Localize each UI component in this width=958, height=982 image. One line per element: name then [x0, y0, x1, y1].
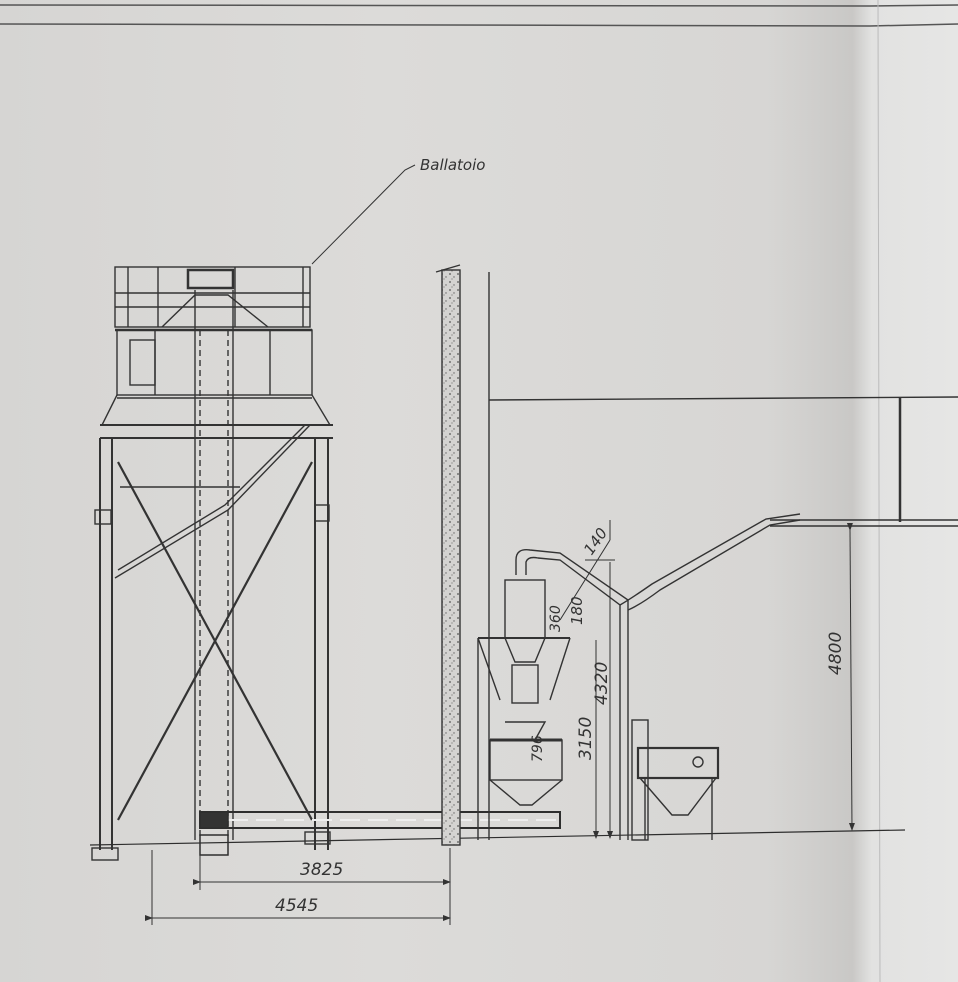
dimension-4800: 4800 — [826, 631, 846, 675]
dimension-4320: 4320 — [592, 661, 612, 705]
belt-conveyor — [89, 811, 906, 856]
dimension-180: 180 — [568, 596, 586, 625]
dimension-3150: 3150 — [576, 716, 596, 760]
wall — [435, 264, 958, 846]
dimension-3825: 3825 — [300, 860, 344, 880]
dimension-360: 360 — [548, 605, 564, 632]
silo-structure — [91, 266, 333, 861]
dimension-796: 796 — [530, 735, 546, 762]
big-bag-station — [631, 719, 720, 841]
callout-ballatoio: Ballatoio — [420, 156, 486, 174]
filter-hopper-station — [477, 513, 801, 840]
dimension-lines — [145, 164, 855, 925]
dimension-4545: 4545 — [275, 896, 319, 916]
